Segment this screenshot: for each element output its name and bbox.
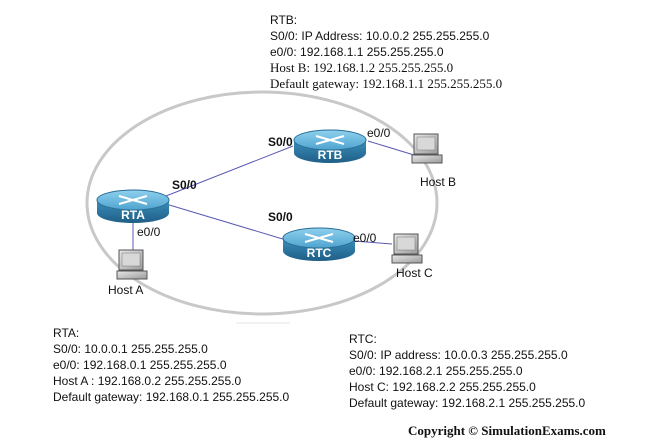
- router-rtc-label: RTC: [307, 246, 332, 260]
- host-c-label: Host C: [396, 266, 433, 280]
- rtc-info-title: RTC:: [349, 332, 377, 346]
- rtc-info-line: S0/0: IP address: 10.0.0.3 255.255.255.0: [349, 348, 568, 362]
- link-rta-rtc: [165, 203, 287, 241]
- router-rtb[interactable]: RTB: [293, 129, 367, 163]
- rtb-info-line: S0/0: IP Address: 10.0.0.2 255.255.255.0: [270, 29, 490, 43]
- rtc-info: RTC: S0/0: IP address: 10.0.0.3 255.255.…: [349, 331, 585, 411]
- router-arrows-icon: [304, 233, 334, 243]
- router-rta[interactable]: RTA: [96, 189, 170, 223]
- host-c[interactable]: [391, 233, 423, 264]
- rta-info-line: Default gateway: 192.168.0.1 255.255.255…: [53, 390, 290, 404]
- rtb-s00-label: S0/0: [268, 135, 293, 149]
- rta-info-line: Host A : 192.168.0.2 255.255.255.0: [53, 374, 242, 388]
- rtc-e00-label: e0/0: [353, 231, 377, 245]
- rta-info-line: e0/0: 192.168.0.1 255.255.255.0: [53, 358, 227, 372]
- rtb-info-line: Default gateway: 192.168.1.1 255.255.255…: [270, 76, 503, 91]
- router-rtc[interactable]: RTC: [282, 227, 356, 261]
- host-b[interactable]: [411, 133, 443, 164]
- link-rta-rtb: [165, 145, 294, 197]
- host-a-label: Host A: [108, 283, 143, 297]
- rtc-info-line: Host C: 192.168.2.2 255.255.255.0: [349, 380, 536, 394]
- rtb-info-line: e0/0: 192.168.1.1 255.255.255.0: [270, 45, 444, 59]
- host-b-label: Host B: [420, 175, 456, 189]
- rtc-info-line: Default gateway: 192.168.2.1 255.255.255…: [349, 396, 586, 410]
- network-ellipse: [85, 90, 439, 316]
- router-rta-label: RTA: [121, 208, 145, 222]
- rta-info-title: RTA:: [53, 326, 80, 340]
- rtb-e00-label: e0/0: [367, 126, 391, 140]
- router-rtb-label: RTB: [318, 148, 343, 162]
- rtb-info-line: Host B: 192.168.1.2 255.255.255.0: [270, 60, 454, 75]
- host-a[interactable]: [116, 249, 148, 280]
- router-arrows-icon: [118, 195, 148, 205]
- rtc-info-line: e0/0: 192.168.2.1 255.255.255.0: [349, 364, 523, 378]
- rtb-info-title: RTB:: [270, 13, 298, 27]
- rta-s00-label: S0/0: [172, 178, 197, 192]
- copyright-notice: Copyright © SimulationExams.com: [408, 423, 606, 438]
- link-rtb-hostb: [367, 140, 415, 156]
- link-rtc-hostc: [353, 240, 393, 245]
- rtc-s00-label: S0/0: [268, 210, 293, 224]
- router-arrows-icon: [315, 135, 345, 145]
- rta-e00-label: e0/0: [137, 225, 161, 239]
- rta-info: RTA: S0/0: 10.0.0.1 255.255.255.0 e0/0: …: [53, 325, 289, 405]
- rtb-info: RTB: S0/0: IP Address: 10.0.0.2 255.255.…: [270, 12, 502, 92]
- rta-info-line: S0/0: 10.0.0.1 255.255.255.0: [53, 342, 208, 356]
